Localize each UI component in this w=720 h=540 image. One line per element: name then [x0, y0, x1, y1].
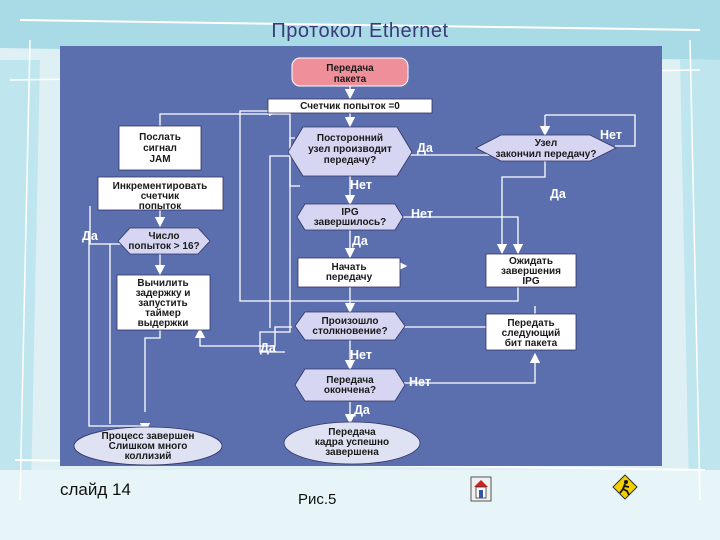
counter-node: [267, 98, 433, 114]
figure-label: Рис.5: [298, 491, 337, 508]
ipg-decision: [296, 203, 404, 231]
label-no-collision: Нет: [350, 348, 372, 362]
node-text-delay-4: таймер: [145, 308, 181, 319]
node-text-ipg-done-1: IPG: [341, 207, 358, 218]
label-no-ipg: Нет: [411, 207, 433, 221]
node-text-busy-1: Посторонний: [317, 133, 383, 144]
collision-decision: [294, 311, 406, 341]
node-text-fail-2: Слишком много: [109, 441, 188, 452]
send-next-node: [485, 313, 577, 351]
node-text-start-1: Передача: [326, 63, 374, 74]
node-text-increment-1: Инкрементировать: [113, 181, 208, 192]
delay-node: [116, 274, 211, 331]
node-text-send-next-1: Передать: [507, 318, 554, 329]
node-text-node-done-1: Узел: [535, 138, 557, 149]
node-text-send-next-2: следующий: [502, 328, 561, 339]
node-text-success-1: Передача: [328, 427, 376, 438]
home-icon: [470, 476, 492, 502]
node-text-send-jam-2: сигнал: [143, 143, 177, 154]
label-yes-tx-done: Да: [354, 403, 371, 417]
node-text-wait-ipg-2: завершения: [501, 266, 561, 277]
node-text-success-2: кадра успешно: [315, 437, 389, 448]
node-text-success-3: завершена: [325, 447, 379, 458]
node-text-ipg-done-2: завершилось?: [314, 217, 387, 228]
node-text-start-tx-1: Начать: [332, 262, 367, 273]
node-text-tx-done-1: Передача: [326, 375, 374, 386]
node-text-wait-ipg-3: IPG: [522, 276, 539, 287]
node-text-busy-3: передачу?: [324, 155, 376, 166]
node-text-fail-3: коллизий: [125, 451, 172, 462]
node-text-busy-2: узел производит: [308, 144, 392, 155]
node-text-start-2: пакета: [334, 74, 367, 85]
node-text-increment-3: попыток: [139, 201, 183, 212]
wait-ipg-node: [485, 253, 577, 288]
label-yes-count: Да: [82, 229, 99, 243]
node-text-delay-2: задержку и: [136, 288, 191, 299]
slide-number: слайд 14: [60, 480, 131, 499]
exit-icon: [612, 474, 638, 500]
label-no-node-done: Нет: [600, 128, 622, 142]
node-text-fail-1: Процесс завершен: [102, 431, 195, 442]
node-text-node-done-2: закончил передачу?: [496, 149, 597, 160]
increment-node: [97, 176, 224, 211]
busy-decision: [287, 126, 413, 177]
start-tx-node: [297, 257, 401, 288]
label-yes-collision: Да: [260, 341, 277, 355]
connectors: [88, 85, 636, 434]
node-text-counter-1: Счетчик попыток =0: [300, 101, 400, 112]
node-text-wait-ipg-1: Ожидать: [509, 256, 553, 267]
node-text-send-jam-1: Послать: [139, 132, 181, 143]
node-text-count-check-2: попыток > 16?: [128, 241, 199, 252]
node-text-send-jam-3: JAM: [149, 154, 170, 165]
node-text-delay-1: Вычилить: [137, 278, 188, 289]
node-text-collision-1: Произошло: [321, 316, 378, 327]
slide-title: Протокол Ethernet: [271, 20, 449, 42]
label-yes-busy: Да: [417, 141, 434, 155]
node-text-delay-5: выдержки: [138, 318, 189, 329]
home-button[interactable]: [470, 476, 492, 507]
node-text-tx-done-2: окончена?: [324, 385, 376, 396]
node-text-increment-2: счетчик: [141, 191, 180, 202]
send-jam-node: [118, 125, 202, 171]
node-text-count-check-1: Число: [148, 231, 179, 242]
label-yes-ipg: Да: [352, 234, 369, 248]
exit-button[interactable]: [612, 474, 638, 505]
node-text-collision-2: столкновение?: [312, 326, 387, 337]
tx-done-decision: [294, 368, 406, 402]
fail-terminal: [73, 426, 223, 466]
label-no-busy: Нет: [350, 178, 372, 192]
count-check-decision: [117, 227, 211, 255]
node-done-decision: [475, 134, 617, 162]
label-no-tx-done: Нет: [409, 375, 431, 389]
node-text-start-tx-2: передачу: [326, 272, 373, 283]
label-yes-node-done: Да: [550, 187, 567, 201]
success-terminal: [283, 421, 421, 465]
start-node: [291, 57, 409, 87]
node-text-send-next-3: бит пакета: [505, 337, 558, 349]
node-text-delay-3: запустить: [138, 298, 187, 309]
